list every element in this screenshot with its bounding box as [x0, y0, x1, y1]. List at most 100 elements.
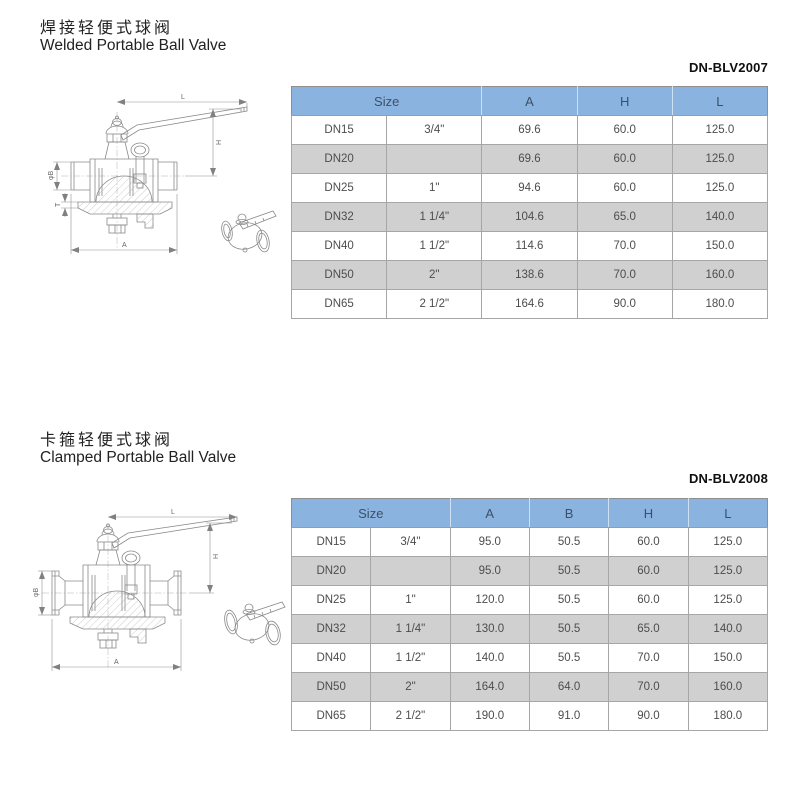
cell-L: 125.0 — [687, 585, 769, 615]
cell-dn: DN40 — [290, 231, 388, 261]
cell-L: 180.0 — [671, 289, 769, 319]
valve-front-view — [70, 106, 248, 234]
cell-H: 60.0 — [608, 527, 689, 557]
dimension-lines — [38, 514, 237, 671]
cell-dn: DN32 — [290, 202, 388, 232]
model-number: DN-BLV2007 — [688, 60, 768, 75]
cell-dn: DN20 — [290, 144, 388, 174]
cell-A: 120.0 — [449, 585, 530, 615]
cell-L: 125.0 — [671, 173, 769, 203]
cell-A: 140.0 — [449, 643, 530, 673]
valve-3d-view — [221, 210, 277, 253]
cell-L: 160.0 — [671, 260, 769, 290]
col-header-size: Size — [290, 86, 483, 116]
cell-L: 125.0 — [687, 527, 769, 557]
cell-dn: DN20 — [290, 556, 372, 586]
section-title-zh: 卡箍轻便式球阀 — [40, 432, 174, 449]
dim-label-L: L — [171, 509, 175, 516]
cell-dn: DN15 — [290, 527, 372, 557]
col-header-A: A — [449, 498, 530, 528]
cell-inch: 3/4" — [370, 527, 451, 557]
centerlines — [42, 523, 190, 670]
cell-L: 140.0 — [687, 614, 769, 644]
cell-L: 180.0 — [687, 701, 769, 731]
cell-B: 50.5 — [528, 527, 610, 557]
cell-inch: 2 1/2" — [370, 701, 451, 731]
cell-H: 70.0 — [608, 643, 689, 673]
col-header-H: H — [576, 86, 673, 116]
cell-inch — [386, 144, 483, 174]
section-title-en: Clamped Portable Ball Valve — [40, 449, 237, 466]
cell-dn: DN25 — [290, 585, 372, 615]
cell-A: 138.6 — [481, 260, 578, 290]
cell-inch — [370, 556, 451, 586]
technical-drawing-clamped: L H φB A — [33, 509, 286, 671]
col-header-A: A — [481, 86, 578, 116]
cell-B: 50.5 — [528, 643, 610, 673]
dim-label-A: A — [114, 659, 119, 666]
dim-label-T: T — [55, 202, 62, 207]
cell-inch: 2" — [386, 260, 483, 290]
cell-inch: 2" — [370, 672, 451, 702]
cell-A: 94.6 — [481, 173, 578, 203]
dim-label-A: A — [122, 242, 127, 249]
col-header-size: Size — [291, 498, 451, 528]
cell-dn: DN65 — [290, 701, 372, 731]
header-row: Size A B H L — [291, 498, 769, 528]
dim-label-H: H — [216, 140, 223, 145]
dim-label-H: H — [213, 554, 220, 559]
cell-B: 50.5 — [528, 585, 610, 615]
col-header-L: L — [671, 86, 769, 116]
cell-A: 130.0 — [449, 614, 530, 644]
cell-B: 50.5 — [528, 614, 610, 644]
cell-B: 64.0 — [528, 672, 610, 702]
cell-L: 150.0 — [687, 643, 769, 673]
cell-A: 164.0 — [449, 672, 530, 702]
cell-inch: 3/4" — [386, 115, 483, 145]
cell-L: 160.0 — [687, 672, 769, 702]
cell-L: 125.0 — [671, 144, 769, 174]
cell-A: 95.0 — [449, 527, 530, 557]
cell-H: 60.0 — [608, 585, 689, 615]
cell-dn: DN50 — [290, 260, 388, 290]
cell-inch: 2 1/2" — [386, 289, 483, 319]
cell-H: 70.0 — [576, 231, 673, 261]
cell-H: 90.0 — [576, 289, 673, 319]
cell-inch: 1" — [386, 173, 483, 203]
section-title-en: Welded Portable Ball Valve — [40, 37, 227, 54]
cell-dn: DN50 — [290, 672, 372, 702]
section-title-zh: 焊接轻便式球阀 — [40, 20, 174, 37]
cell-dn: DN25 — [290, 173, 388, 203]
cell-dn: DN40 — [290, 643, 372, 673]
cell-H: 60.0 — [576, 144, 673, 174]
cell-L: 125.0 — [687, 556, 769, 586]
cell-A: 190.0 — [449, 701, 530, 731]
cell-H: 90.0 — [608, 701, 689, 731]
cell-H: 60.0 — [608, 556, 689, 586]
cell-A: 95.0 — [449, 556, 530, 586]
col-header-H: H — [608, 498, 689, 528]
model-number: DN-BLV2008 — [688, 471, 768, 486]
cell-B: 91.0 — [528, 701, 610, 731]
col-header-B: B — [528, 498, 610, 528]
cell-B: 50.5 — [528, 556, 610, 586]
cell-L: 150.0 — [671, 231, 769, 261]
cell-A: 104.6 — [481, 202, 578, 232]
cell-H: 65.0 — [608, 614, 689, 644]
cell-L: 125.0 — [671, 115, 769, 145]
cell-H: 70.0 — [608, 672, 689, 702]
cell-inch: 1 1/4" — [386, 202, 483, 232]
